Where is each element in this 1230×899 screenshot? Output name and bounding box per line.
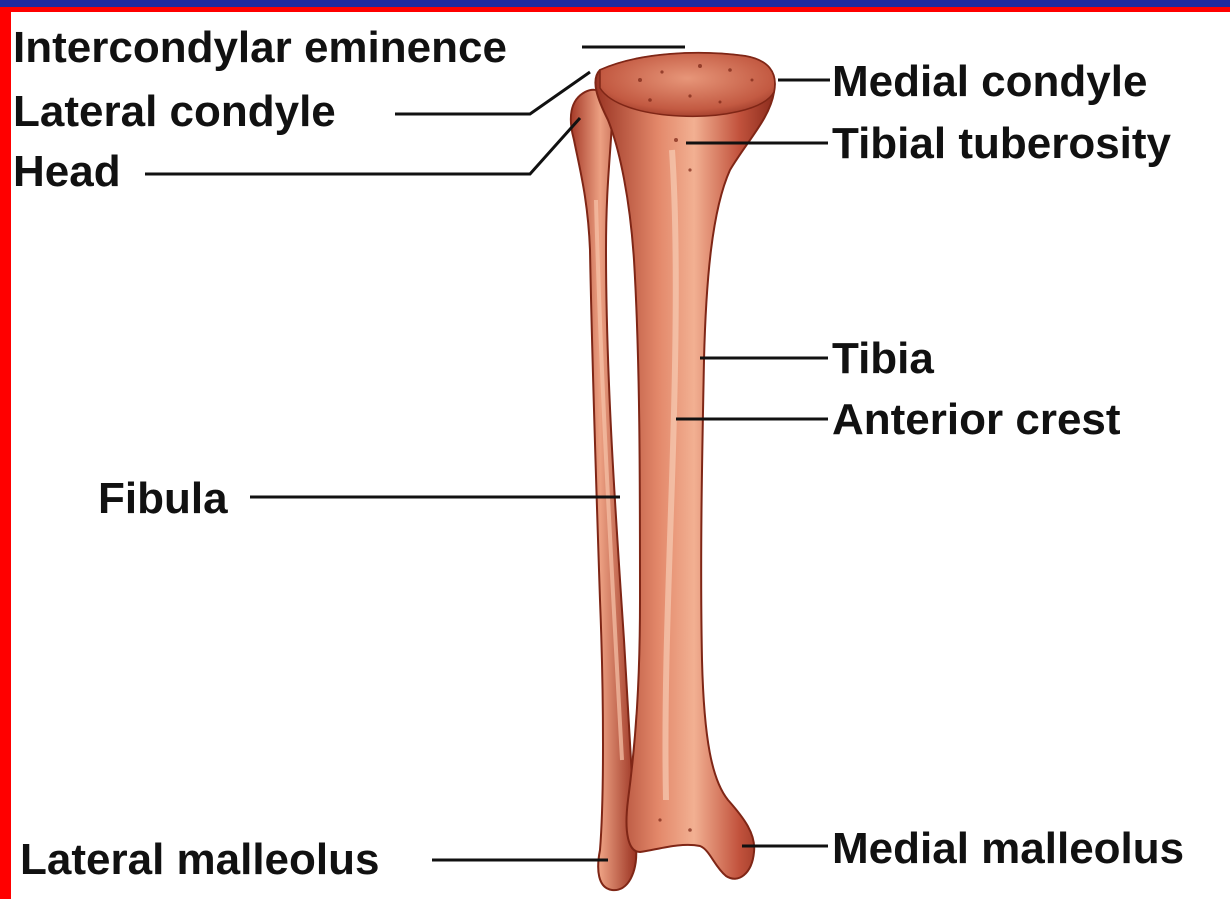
label-lateral-condyle: Lateral condyle — [13, 87, 336, 136]
label-tibia: Tibia — [832, 334, 934, 383]
label-medial-malleolus: Medial malleolus — [832, 824, 1184, 873]
label-intercondylar-eminence: Intercondylar eminence — [13, 23, 507, 72]
label-fibula: Fibula — [98, 474, 228, 523]
label-tibial-tuberosity: Tibial tuberosity — [832, 119, 1172, 168]
label-head: Head — [13, 147, 121, 196]
top-blue-strip — [0, 0, 1230, 7]
label-anterior-crest: Anterior crest — [832, 395, 1121, 444]
label-medial-condyle: Medial condyle — [832, 57, 1147, 106]
label-lateral-malleolus: Lateral malleolus — [20, 835, 379, 884]
